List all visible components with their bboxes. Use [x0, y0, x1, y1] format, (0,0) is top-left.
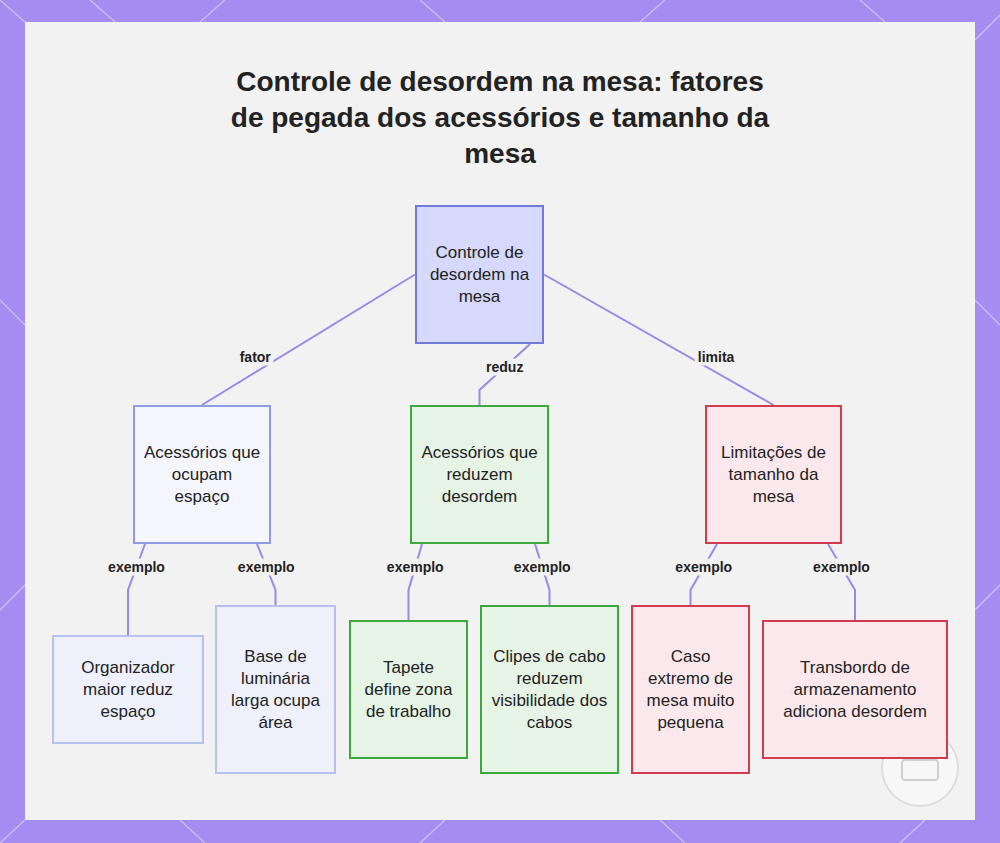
- connector: [409, 544, 423, 620]
- category-box: Limitações de tamanho da mesa: [705, 405, 842, 544]
- connector: [480, 344, 531, 405]
- example-box: Tapete define zona de trabalho: [349, 620, 468, 759]
- example-box: Clipes de cabo reduzem visibilidade dos …: [480, 605, 619, 774]
- example-box: Caso extremo de mesa muito pequena: [631, 605, 750, 774]
- node-text: Controle de desordem na mesa: [424, 242, 535, 308]
- edge-label: limita: [695, 348, 738, 365]
- root-box: Controle de desordem na mesa: [415, 205, 544, 344]
- edge-label: reduz: [483, 359, 526, 376]
- example-box: Organizador maior reduz espaço: [52, 635, 204, 744]
- edge-label: exemplo: [511, 559, 574, 576]
- node-text: Acessórios que reduzem desordem: [419, 442, 540, 508]
- node-text: Transbordo de armazenamento adiciona des…: [771, 657, 939, 723]
- category-box: Acessórios que ocupam espaço: [133, 405, 271, 544]
- panel: [25, 22, 975, 820]
- node-text: Tapete define zona de trabalho: [358, 657, 459, 723]
- connector: [544, 275, 774, 406]
- node-text: Limitações de tamanho da mesa: [714, 442, 833, 508]
- edge-label: exemplo: [384, 559, 447, 576]
- node-text: Clipes de cabo reduzem visibilidade dos …: [489, 646, 610, 734]
- edge-label: fator: [237, 348, 274, 365]
- diagram-title: Controle de desordem na mesa: fatores de…: [227, 64, 773, 172]
- connector: [828, 544, 855, 620]
- node-text: Base de luminária larga ocupa área: [224, 646, 327, 734]
- category-box: Acessórios que reduzem desordem: [410, 405, 549, 544]
- node-text: Caso extremo de mesa muito pequena: [640, 646, 741, 734]
- example-box: Transbordo de armazenamento adiciona des…: [762, 620, 948, 759]
- edge-label: exemplo: [810, 559, 873, 576]
- edge-label: exemplo: [105, 559, 168, 576]
- connector: [202, 275, 415, 406]
- node-text: Acessórios que ocupam espaço: [142, 442, 262, 508]
- edge-label: exemplo: [235, 559, 298, 576]
- edge-label: exemplo: [672, 559, 735, 576]
- node-text: Organizador maior reduz espaço: [61, 657, 195, 723]
- example-box: Base de luminária larga ocupa área: [215, 605, 336, 774]
